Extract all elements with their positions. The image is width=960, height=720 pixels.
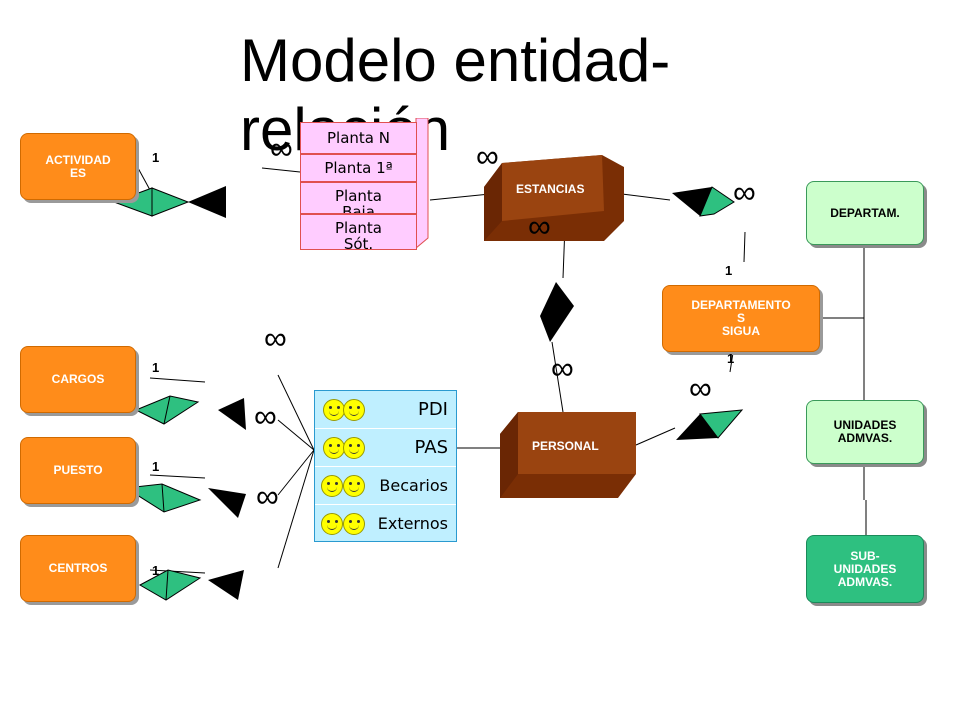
rel-estancias-personal — [540, 282, 574, 342]
personal-type-becarios[interactable]: Becarios — [315, 467, 456, 505]
card-many-estancias-depto: ∞ — [733, 174, 756, 210]
entity-subunidades[interactable]: SUB- UNIDADES ADMVAS. — [806, 535, 924, 603]
card-one-depto-estancias: 1 — [725, 263, 733, 278]
card-many-personal-depto: ∞ — [689, 370, 712, 406]
smiley-icon — [343, 513, 365, 535]
personal-type-externos[interactable]: Externos — [315, 505, 456, 543]
smiley-icon — [321, 513, 343, 535]
personal-types-panel: PDI PAS Becarios Externos — [314, 390, 457, 542]
card-many-actividades: ∞ — [270, 130, 293, 166]
rel-cargos — [134, 395, 246, 430]
card-one-depto-personal: 1 — [727, 351, 735, 366]
card-many-estancias-personal: ∞ — [528, 208, 551, 244]
card-many-personal-estancias: ∞ — [551, 350, 574, 386]
planta-1[interactable]: Planta 1ª — [300, 154, 417, 182]
planta-baja[interactable]: Planta Baja — [300, 182, 417, 214]
card-one-puesto: 1 — [152, 459, 160, 474]
smiley-icon — [323, 399, 345, 421]
planta-n[interactable]: Planta N — [300, 122, 417, 154]
entity-puesto[interactable]: PUESTO — [20, 437, 136, 504]
personal-type-pas[interactable]: PAS — [315, 429, 456, 467]
rel-personal-depto — [676, 409, 744, 440]
rel-puesto — [124, 483, 246, 518]
smiley-icon — [323, 437, 345, 459]
rel-actividades — [112, 186, 226, 218]
entity-actividades[interactable]: ACTIVIDAD ES — [20, 133, 136, 200]
card-one-cargos: 1 — [152, 360, 160, 375]
planta-sotano[interactable]: Planta Sót. — [300, 214, 417, 250]
entity-departamentos-sigua[interactable]: DEPARTAMENTO S SIGUA — [662, 285, 820, 352]
smiley-icon — [321, 475, 343, 497]
entity-departam[interactable]: DEPARTAM. — [806, 181, 924, 245]
estancias-label: ESTANCIAS — [516, 182, 584, 196]
card-many-cargos: ∞ — [264, 320, 287, 356]
planta-stack: Planta Sót. Planta Baja Planta 1ª Planta… — [300, 118, 430, 250]
personal-label: PERSONAL — [532, 439, 599, 453]
rel-centros — [138, 569, 244, 601]
entity-unidades[interactable]: UNIDADES ADMVAS. — [806, 400, 924, 464]
personal-type-pdi[interactable]: PDI — [315, 391, 456, 429]
card-one-actividades: 1 — [152, 150, 160, 165]
card-many-centros: ∞ — [256, 478, 279, 514]
entity-estancias[interactable]: ESTANCIAS — [484, 155, 626, 245]
smiley-icon — [343, 437, 365, 459]
smiley-icon — [343, 399, 365, 421]
smiley-icon — [343, 475, 365, 497]
rel-estancias-depto — [672, 186, 735, 217]
card-many-estancias-plantas: ∞ — [476, 138, 499, 174]
card-one-centros: 1 — [152, 563, 160, 578]
entity-personal[interactable]: PERSONAL — [500, 412, 638, 500]
entity-cargos[interactable]: CARGOS — [20, 346, 136, 413]
card-many-puesto: ∞ — [254, 398, 277, 434]
entity-centros[interactable]: CENTROS — [20, 535, 136, 602]
